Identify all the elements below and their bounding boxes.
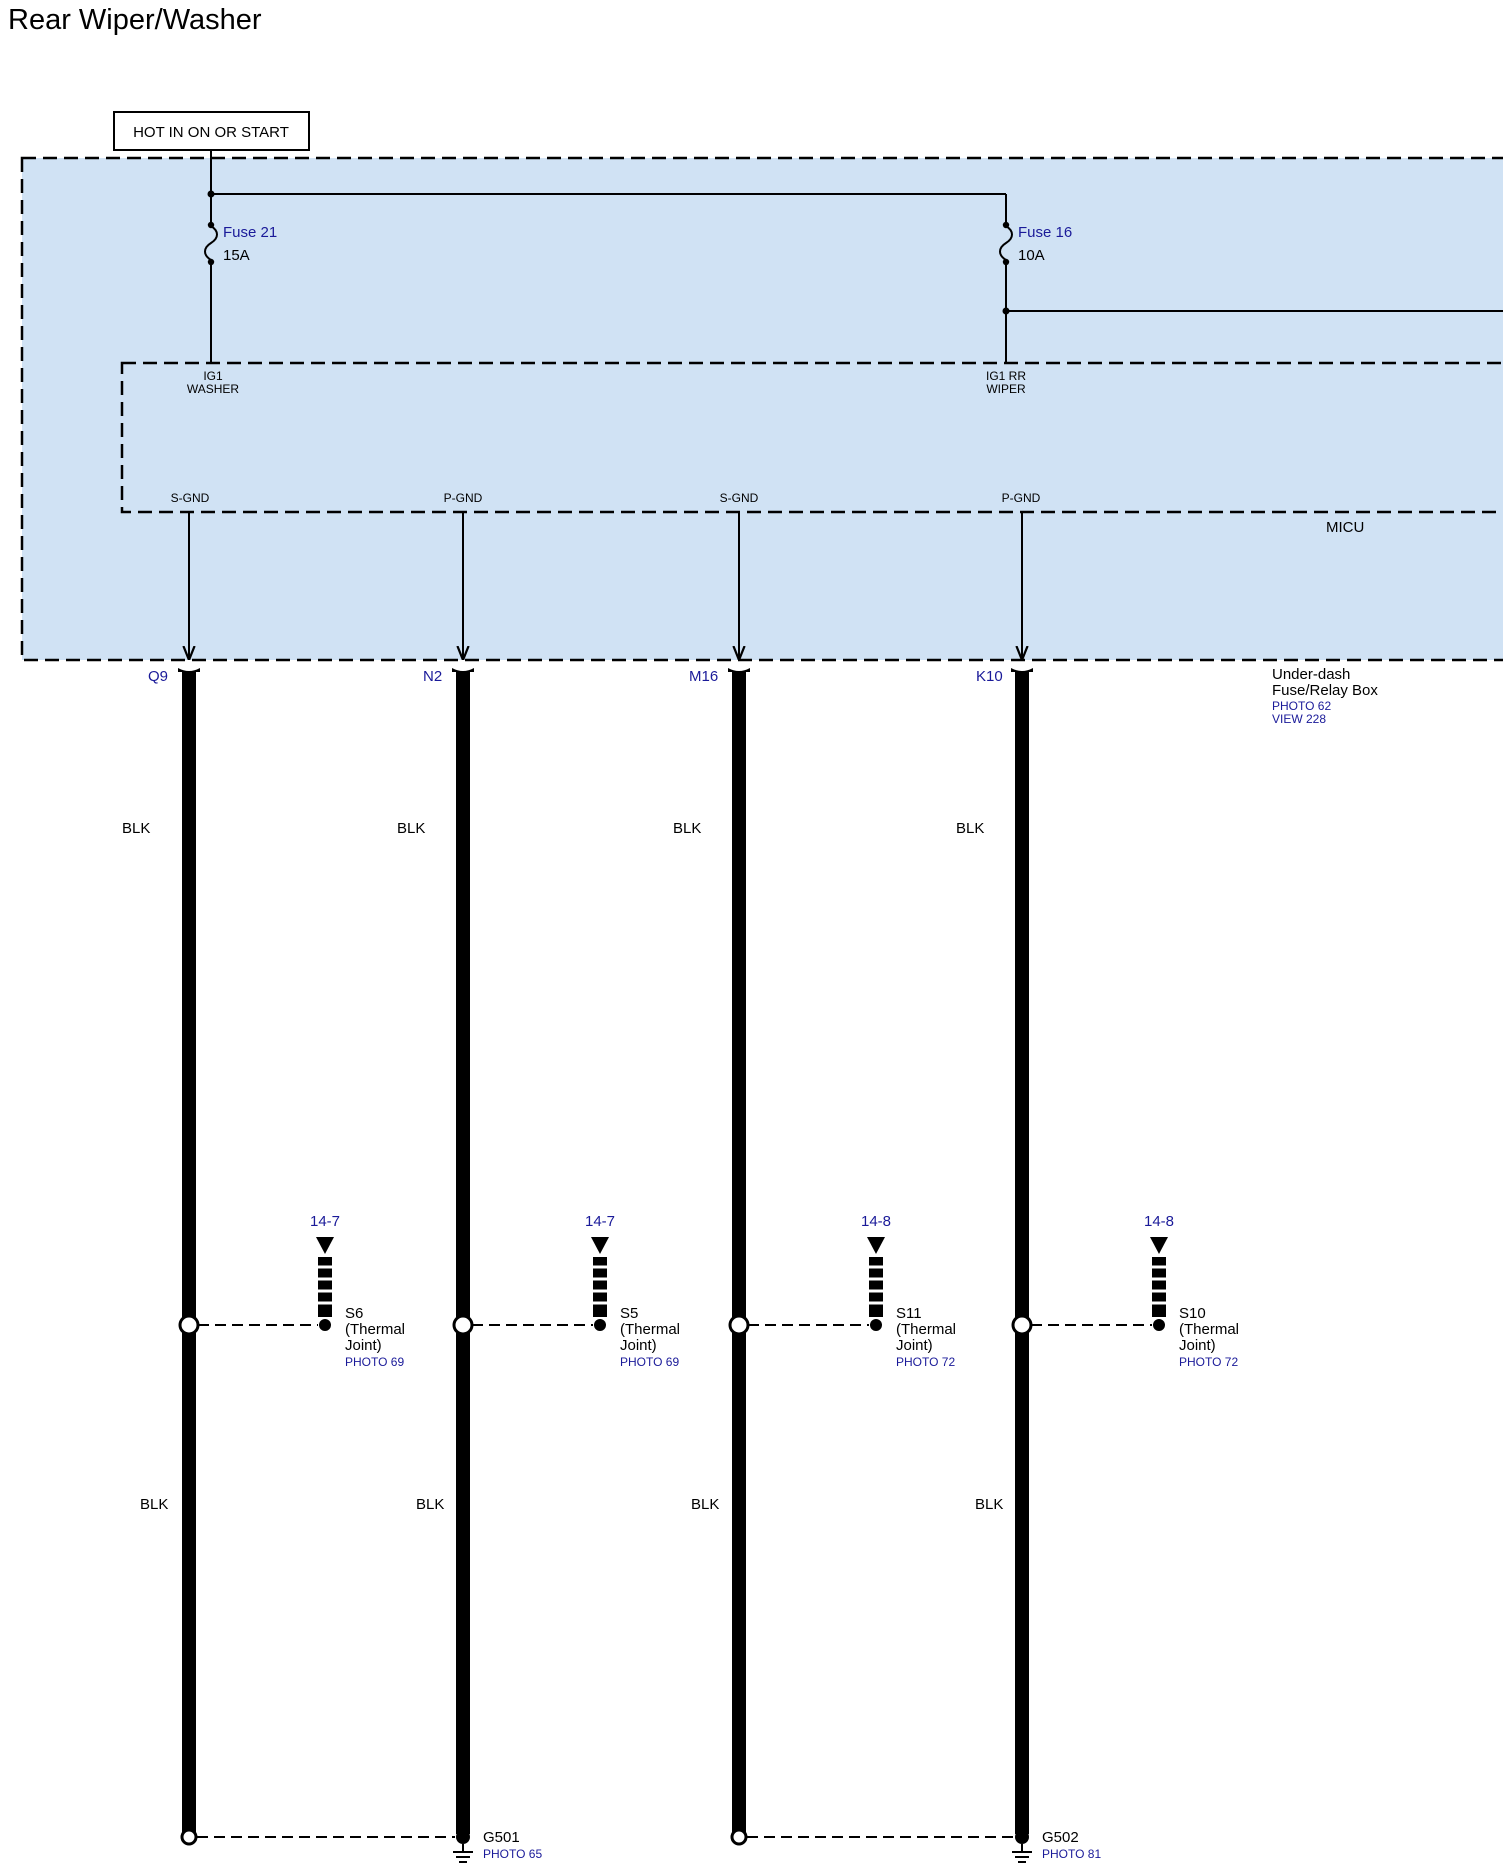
thermal-joint-desc: Joint) bbox=[345, 1337, 382, 1354]
micu-pin-p-gnd: P-GND bbox=[444, 491, 483, 505]
fuse-16-rating: 10A bbox=[1018, 247, 1045, 264]
micu-input-wiper-line2: WIPER bbox=[986, 382, 1026, 396]
connector-n2: N2 bbox=[423, 668, 442, 685]
micu-input-wiper-line1: IG1 RR bbox=[986, 369, 1026, 383]
thermal-joint-s11: 14-8 S11 (Thermal Joint) PHOTO 72 bbox=[728, 1213, 956, 1369]
thermal-joint-desc: Joint) bbox=[896, 1337, 933, 1354]
thermal-joint-photo-link[interactable]: PHOTO 72 bbox=[1179, 1355, 1238, 1369]
thermal-joint-photo-link[interactable]: PHOTO 69 bbox=[620, 1355, 679, 1369]
fuse-21-rating: 15A bbox=[223, 247, 250, 264]
fuse-21: Fuse 21 15A bbox=[204, 194, 277, 363]
ground-name: G501 bbox=[483, 1829, 520, 1846]
thermal-joint-desc: (Thermal bbox=[620, 1321, 680, 1338]
thermal-joint-photo-link[interactable]: PHOTO 69 bbox=[345, 1355, 404, 1369]
wire-color-q9-upper: BLK bbox=[122, 820, 150, 837]
thermal-joint-name: S6 bbox=[345, 1305, 363, 1322]
ground-wires bbox=[182, 672, 1029, 1834]
micu-ground-leads bbox=[189, 512, 1022, 660]
power-source-label: HOT IN ON OR START bbox=[113, 111, 310, 151]
micu-input-washer-line2: WASHER bbox=[187, 382, 240, 396]
ground-g502: G502 PHOTO 81 bbox=[730, 1828, 1101, 1863]
thermal-joint-ref[interactable]: 14-7 bbox=[310, 1213, 340, 1230]
fuse-box-label-line2: Fuse/Relay Box bbox=[1272, 682, 1378, 699]
ground-name: G502 bbox=[1042, 1829, 1079, 1846]
fuse-16: Fuse 16 10A bbox=[999, 221, 1072, 363]
wire-color-k10-upper: BLK bbox=[956, 820, 984, 837]
fuse-relay-box bbox=[20, 156, 1503, 662]
thermal-joint-name: S10 bbox=[1179, 1305, 1206, 1322]
wire-color-k10-lower: BLK bbox=[975, 1496, 1003, 1513]
thermal-joint-ref[interactable]: 14-8 bbox=[1144, 1213, 1174, 1230]
micu-input-washer-line1: IG1 bbox=[203, 369, 223, 383]
connector-caps bbox=[178, 668, 1033, 672]
micu-label: MICU bbox=[1326, 519, 1364, 536]
micu-pin-s-gnd: S-GND bbox=[171, 491, 210, 505]
ground-photo-link[interactable]: PHOTO 65 bbox=[483, 1847, 542, 1861]
micu-pin-s-gnd: S-GND bbox=[720, 491, 759, 505]
ground-photo-link[interactable]: PHOTO 81 bbox=[1042, 1847, 1101, 1861]
micu-box bbox=[120, 361, 1503, 514]
thermal-joint-desc: (Thermal bbox=[896, 1321, 956, 1338]
wire-color-n2-lower: BLK bbox=[416, 1496, 444, 1513]
svg-text:HOT IN ON OR START: HOT IN ON OR START bbox=[133, 124, 289, 141]
thermal-joint-ref[interactable]: 14-8 bbox=[861, 1213, 891, 1230]
connector-q9: Q9 bbox=[148, 668, 168, 685]
thermal-joint-name: S11 bbox=[896, 1305, 922, 1322]
wire-color-n2-upper: BLK bbox=[397, 820, 425, 837]
fuse-box-photo-link[interactable]: PHOTO 62 bbox=[1272, 699, 1331, 713]
thermal-joint-name: S5 bbox=[620, 1305, 638, 1322]
thermal-joint-s6: 14-7 S6 (Thermal Joint) PHOTO 69 bbox=[178, 1213, 405, 1369]
thermal-joint-ref[interactable]: 14-7 bbox=[585, 1213, 615, 1230]
fuse-21-name: Fuse 21 bbox=[223, 224, 277, 241]
fuse-box-view-link[interactable]: VIEW 228 bbox=[1272, 712, 1326, 726]
thermal-joint-photo-link[interactable]: PHOTO 72 bbox=[896, 1355, 955, 1369]
thermal-joint-desc: (Thermal bbox=[345, 1321, 405, 1338]
wire-color-m16-upper: BLK bbox=[673, 820, 701, 837]
thermal-joint-s5: 14-7 S5 (Thermal Joint) PHOTO 69 bbox=[452, 1213, 680, 1369]
ground-g501: G501 PHOTO 65 bbox=[180, 1828, 542, 1863]
thermal-joint-desc: Joint) bbox=[1179, 1337, 1216, 1354]
fuse-box-label-line1: Under-dash bbox=[1272, 666, 1350, 683]
page-title: Rear Wiper/Washer bbox=[8, 4, 262, 36]
micu-pin-p-gnd: P-GND bbox=[1002, 491, 1041, 505]
wire-color-q9-lower: BLK bbox=[140, 1496, 168, 1513]
fuse-16-name: Fuse 16 bbox=[1018, 224, 1072, 241]
connector-m16: M16 bbox=[689, 668, 718, 685]
connector-k10: K10 bbox=[976, 668, 1003, 685]
thermal-joint-desc: (Thermal bbox=[1179, 1321, 1239, 1338]
thermal-joint-s10: 14-8 S10 (Thermal Joint) PHOTO 72 bbox=[1011, 1213, 1239, 1369]
wire-color-m16-lower: BLK bbox=[691, 1496, 719, 1513]
thermal-joint-desc: Joint) bbox=[620, 1337, 657, 1354]
power-bus bbox=[210, 150, 1503, 312]
